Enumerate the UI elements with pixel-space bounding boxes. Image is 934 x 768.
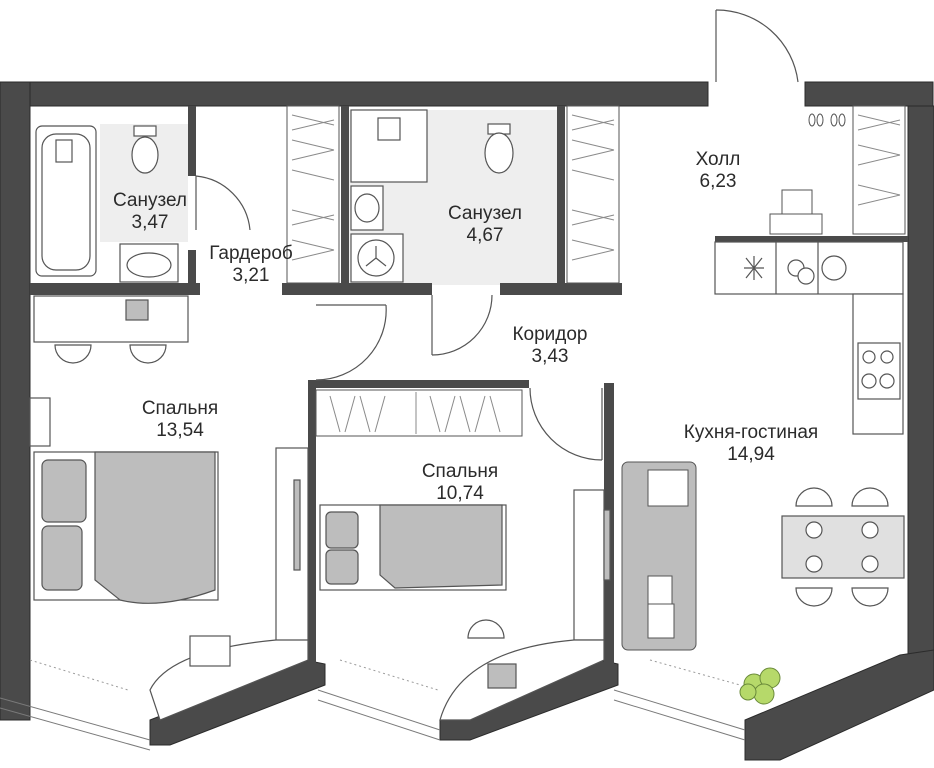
room-area: 4,67 [466,225,504,246]
room-label-bedroom2: Спальня 10,74 [405,461,515,505]
room-area: 6,23 [699,171,737,192]
room-label-wardrobe: Гардероб 3,21 [196,243,306,287]
room-name: Санузел [112,190,187,211]
room-area: 13,54 [156,420,204,441]
room-name: Гардероб [209,243,293,264]
room-area: 10,74 [436,483,484,504]
room-area: 3,43 [531,346,569,367]
washing-machine [350,233,404,283]
room-label-hall: Холл 6,23 [668,149,768,193]
room-area: 3,21 [232,265,270,286]
sink-1 [119,243,179,283]
shower [350,109,428,183]
toilet-1 [131,125,159,174]
exterior-walls [0,81,934,761]
kitchen-counter [714,241,904,435]
shoes [808,113,846,127]
room-area: 14,94 [727,444,775,465]
room-name: Санузел [447,203,522,224]
bedroom1-desk-lower [149,447,309,721]
wardrobe-hangers [291,114,901,434]
dining-table [781,487,905,607]
plant [739,667,781,705]
room-name: Кухня-гостиная [683,422,819,443]
hall-pouf [769,189,823,235]
sofa [621,461,697,651]
radiators [29,659,741,691]
room-area: 3,47 [131,212,169,233]
room-name: Спальня [141,398,219,419]
room-label-kitchen: Кухня-гостиная 14,94 [656,422,846,466]
room-name: Коридор [512,324,588,345]
room-name: Спальня [421,461,499,482]
room-name: Холл [695,149,741,170]
toilet-2 [484,123,514,174]
bed-1 [33,451,219,604]
windows [0,689,746,751]
bedroom2-desk [439,489,611,721]
doors [195,9,799,461]
bed-2 [319,504,507,591]
room-label-corridor: Коридор 3,43 [495,324,605,368]
sink-2 [350,185,384,231]
room-label-bath2: Санузел 4,67 [430,203,540,247]
bathtub [35,125,97,277]
bedroom1-desk [29,295,189,447]
room-label-bath1: Санузел 3,47 [95,190,205,234]
room-label-bedroom1: Спальня 13,54 [125,398,235,442]
